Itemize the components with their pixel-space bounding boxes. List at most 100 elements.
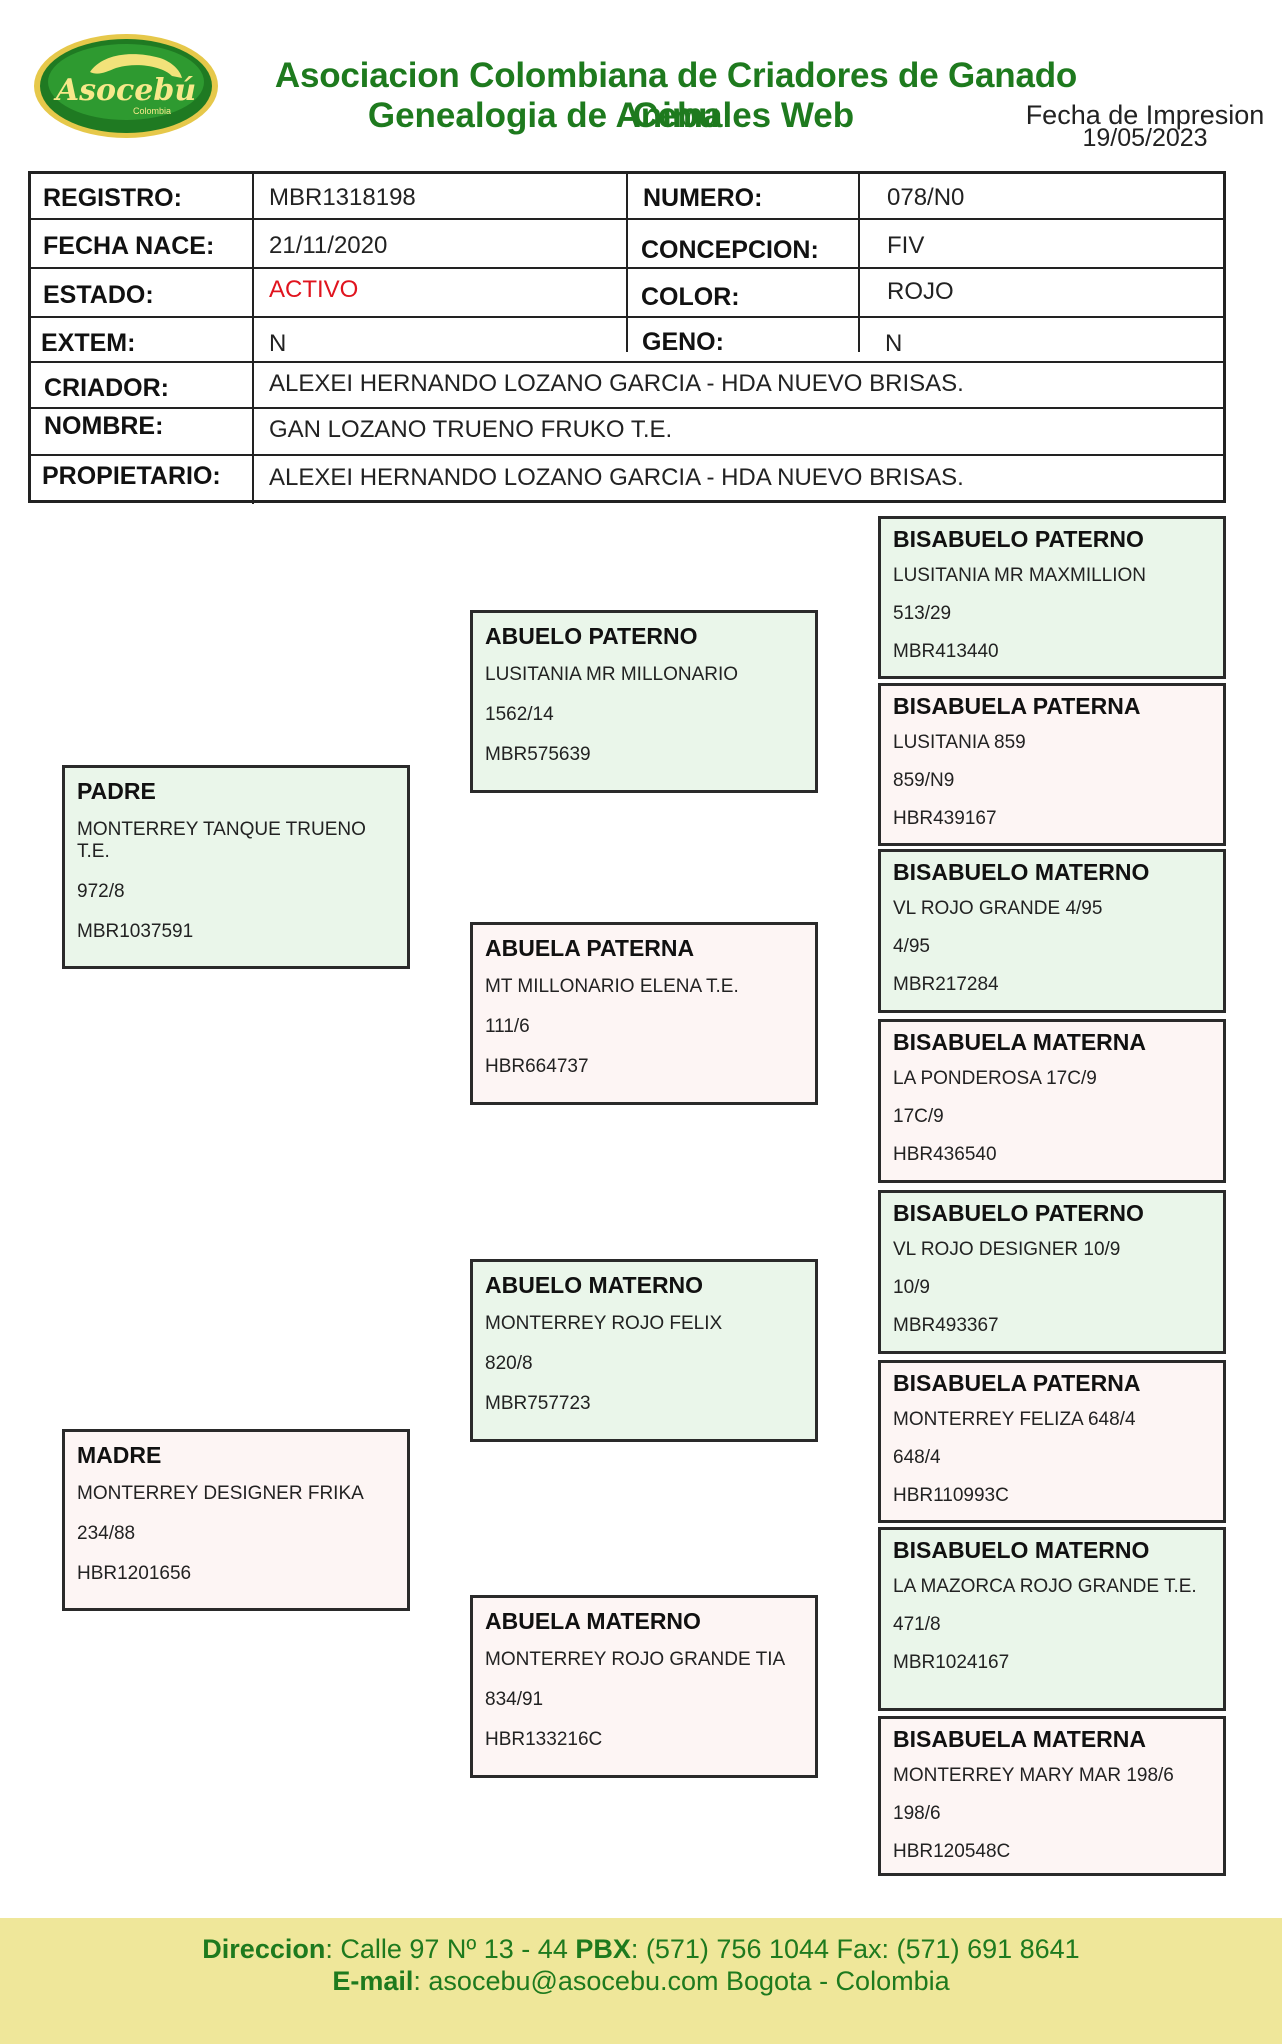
numero-value: 078/N0 (887, 184, 965, 211)
great-grandparent-title: BISABUELO PATERNO (893, 526, 1144, 552)
criador-label: CRIADOR: (44, 374, 169, 402)
padre-name: MONTERREY TANQUE TRUENO T.E. (77, 819, 366, 862)
grandparent-number: 111/6 (485, 1016, 530, 1037)
pbx-value: : (571) 756 1044 Fax: (571) 691 8641 (630, 1934, 1080, 1964)
great-grandparent-title: BISABUELO MATERNO (893, 859, 1150, 885)
great-grandparent-number: 859/N9 (893, 770, 955, 791)
nombre-value: GAN LOZANO TRUENO FRUKO T.E. (269, 416, 673, 443)
great-grandparent-name: LUSITANIA 859 (893, 732, 1026, 753)
great-grandparent-number: 471/8 (893, 1614, 941, 1635)
grandparent-title: ABUELA MATERNO (485, 1608, 701, 1634)
great-grandparent-title: BISABUELO PATERNO (893, 1200, 1144, 1226)
great-grandparent-name: LUSITANIA MR MAXMILLION (893, 565, 1147, 586)
bisabuela-paterna-box: BISABUELA PATERNA MONTERREY FELIZA 648/4… (878, 1360, 1226, 1523)
nombre-label: NOMBRE: (44, 412, 164, 440)
grandparent-number: 834/91 (485, 1689, 544, 1710)
padre-box: PADRE MONTERREY TANQUE TRUENO T.E. 972/8… (62, 765, 410, 969)
grandparent-name: MONTERREY ROJO FELIX (485, 1313, 723, 1334)
estado-label: ESTADO: (43, 281, 154, 309)
great-grandparent-name: VL ROJO GRANDE 4/95 (893, 898, 1103, 919)
email-value[interactable]: : asocebu@asocebu.com Bogota - Colombia (413, 1966, 950, 1996)
grandparent-name: MT MILLONARIO ELENA T.E. (485, 976, 739, 997)
abuelo-paterno-box: ABUELO PATERNO LUSITANIA MR MILLONARIO 1… (470, 610, 818, 793)
print-date-label: Fecha de Impresion (1025, 100, 1265, 130)
great-grandparent-name: LA MAZORCA ROJO GRANDE T.E. (893, 1576, 1197, 1597)
great-grandparent-number: 10/9 (893, 1277, 930, 1298)
footer-address-line: Direccion: Calle 97 Nº 13 - 44 PBX: (571… (0, 1934, 1282, 1965)
numero-label: NUMERO: (643, 184, 763, 212)
grandparent-number: 820/8 (485, 1353, 533, 1374)
great-grandparent-number: 513/29 (893, 603, 952, 624)
footer-email-line: E-mail: asocebu@asocebu.com Bogota - Col… (0, 1966, 1282, 1997)
geno-value: N (885, 330, 903, 357)
color-value: ROJO (887, 278, 954, 305)
great-grandparent-number: 198/6 (893, 1803, 941, 1824)
madre-registration: HBR1201656 (77, 1563, 192, 1584)
grandparent-registration: HBR664737 (485, 1056, 589, 1077)
concepcion-label: CONCEPCION: (641, 236, 819, 264)
great-grandparent-registration: MBR217284 (893, 974, 999, 995)
bisabuelo-paterno-box: BISABUELO PATERNO LUSITANIA MR MAXMILLIO… (878, 516, 1226, 679)
great-grandparent-name: MONTERREY FELIZA 648/4 (893, 1409, 1136, 1430)
bisabuela-materna-box: BISABUELA MATERNA MONTERREY MARY MAR 198… (878, 1716, 1226, 1876)
madre-name: MONTERREY DESIGNER FRIKA (77, 1483, 364, 1504)
grandparent-name: LUSITANIA MR MILLONARIO (485, 664, 739, 685)
bisabuela-paterna-box: BISABUELA PATERNA LUSITANIA 859 859/N9 H… (878, 683, 1226, 846)
padre-registration: MBR1037591 (77, 921, 194, 942)
great-grandparent-number: 4/95 (893, 936, 930, 957)
grandparent-number: 1562/14 (485, 704, 554, 725)
logo-subtext: Colombia (133, 106, 171, 116)
fecha-nace-label: FECHA NACE: (43, 232, 215, 260)
great-grandparent-number: 648/4 (893, 1447, 941, 1468)
great-grandparent-title: BISABUELA MATERNA (893, 1029, 1146, 1055)
app-name: Genealogia de Animales Web (367, 96, 855, 135)
abuela-paterna-box: ABUELA PATERNA MT MILLONARIO ELENA T.E. … (470, 922, 818, 1105)
madre-title: MADRE (77, 1442, 162, 1468)
grandparent-name: MONTERREY ROJO GRANDE TIA (485, 1649, 786, 1670)
criador-value: ALEXEI HERNANDO LOZANO GARCIA - HDA NUEV… (269, 370, 964, 397)
madre-box: MADRE MONTERREY DESIGNER FRIKA 234/88 HB… (62, 1429, 410, 1611)
org-name: Asociacion Colombiana de Criadores de Ga… (274, 56, 1078, 135)
grandparent-registration: MBR757723 (485, 1393, 591, 1414)
color-label: COLOR: (641, 283, 740, 311)
estado-value: ACTIVO (269, 276, 359, 303)
great-grandparent-title: BISABUELA PATERNA (893, 1370, 1141, 1396)
padre-title: PADRE (77, 778, 156, 804)
bisabuela-materna-box: BISABUELA MATERNA LA PONDEROSA 17C/9 17C… (878, 1019, 1226, 1183)
email-label: E-mail (332, 1966, 414, 1996)
grandparent-registration: MBR575639 (485, 744, 591, 765)
fecha-nace-value: 21/11/2020 (269, 232, 388, 259)
great-grandparent-title: BISABUELO MATERNO (893, 1537, 1150, 1563)
print-date: 19/05/2023 (1082, 124, 1208, 152)
great-grandparent-registration: HBR439167 (893, 808, 997, 829)
madre-number: 234/88 (77, 1523, 136, 1544)
bisabuelo-materno-box: BISABUELO MATERNO LA MAZORCA ROJO GRANDE… (878, 1527, 1226, 1711)
abuela-materna-box: ABUELA MATERNO MONTERREY ROJO GRANDE TIA… (470, 1595, 818, 1778)
geno-label: GENO: (642, 328, 724, 356)
grandparent-registration: HBR133216C (485, 1729, 603, 1750)
bisabuelo-materno-box: BISABUELO MATERNO VL ROJO GRANDE 4/95 4/… (878, 849, 1226, 1013)
great-grandparent-registration: MBR493367 (893, 1315, 999, 1336)
great-grandparent-registration: HBR436540 (893, 1144, 997, 1165)
great-grandparent-registration: MBR413440 (893, 641, 999, 662)
great-grandparent-registration: MBR1024167 (893, 1652, 1010, 1673)
great-grandparent-name: VL ROJO DESIGNER 10/9 (893, 1239, 1121, 1260)
great-grandparent-name: MONTERREY MARY MAR 198/6 (893, 1765, 1174, 1786)
concepcion-value: FIV (887, 232, 925, 259)
asocebu-logo: Asocebú Colombia (34, 34, 218, 138)
bisabuelo-paterno-box: BISABUELO PATERNO VL ROJO DESIGNER 10/9 … (878, 1190, 1226, 1354)
logo-text: Asocebú (53, 73, 196, 108)
registro-label: REGISTRO: (43, 184, 182, 212)
great-grandparent-title: BISABUELA MATERNA (893, 1726, 1146, 1752)
great-grandparent-number: 17C/9 (893, 1106, 944, 1127)
grandparent-title: ABUELO PATERNO (485, 623, 698, 649)
grandparent-title: ABUELA PATERNA (485, 935, 695, 961)
footer (0, 1918, 1282, 2044)
great-grandparent-title: BISABUELA PATERNA (893, 693, 1141, 719)
great-grandparent-registration: HBR110993C (893, 1485, 1009, 1506)
registration-table: REGISTRO: MBR1318198 NUMERO: 078/N0 FECH… (28, 171, 1226, 504)
great-grandparent-name: LA PONDEROSA 17C/9 (893, 1068, 1097, 1089)
great-grandparent-registration: HBR120548C (893, 1841, 1011, 1862)
extem-label: EXTEM: (41, 329, 136, 357)
extem-value: N (269, 330, 287, 357)
